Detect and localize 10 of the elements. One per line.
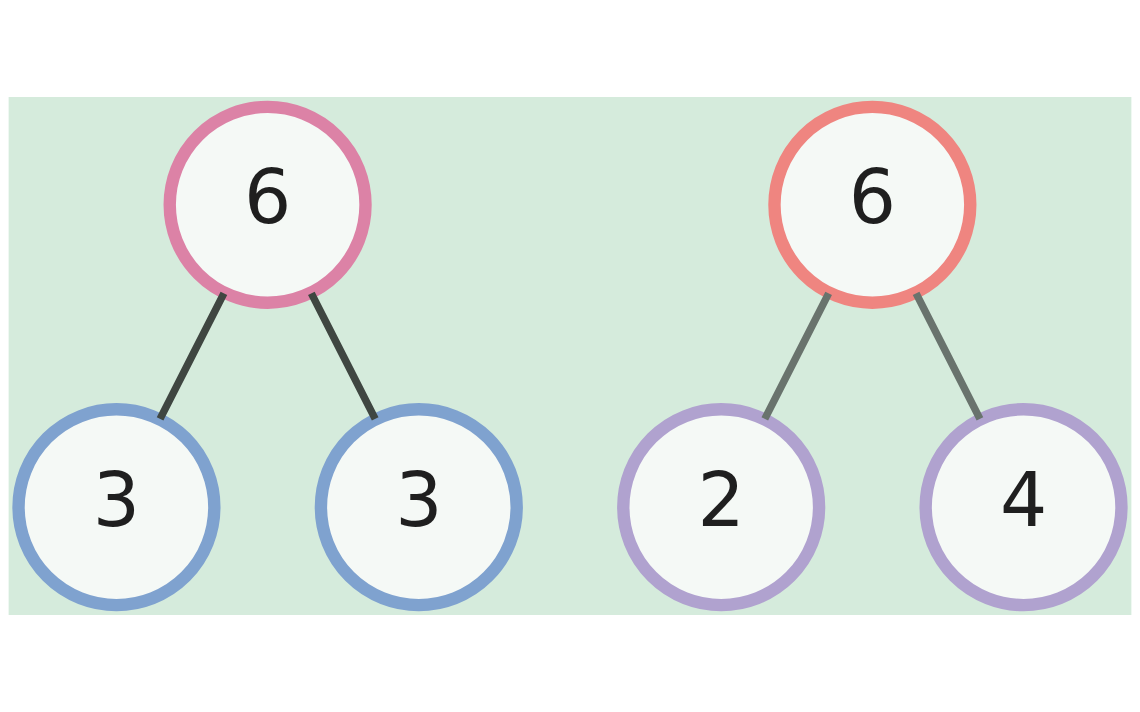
node-circle: 6 xyxy=(163,100,372,309)
connector xyxy=(761,291,832,421)
node-circle: 4 xyxy=(919,403,1128,612)
connector xyxy=(912,291,984,421)
node-circle: 3 xyxy=(12,403,221,612)
connector xyxy=(156,291,228,421)
node-circle: 6 xyxy=(768,100,977,309)
node-circle: 2 xyxy=(617,403,826,612)
node-circle: 3 xyxy=(314,403,523,612)
connector xyxy=(308,291,379,421)
